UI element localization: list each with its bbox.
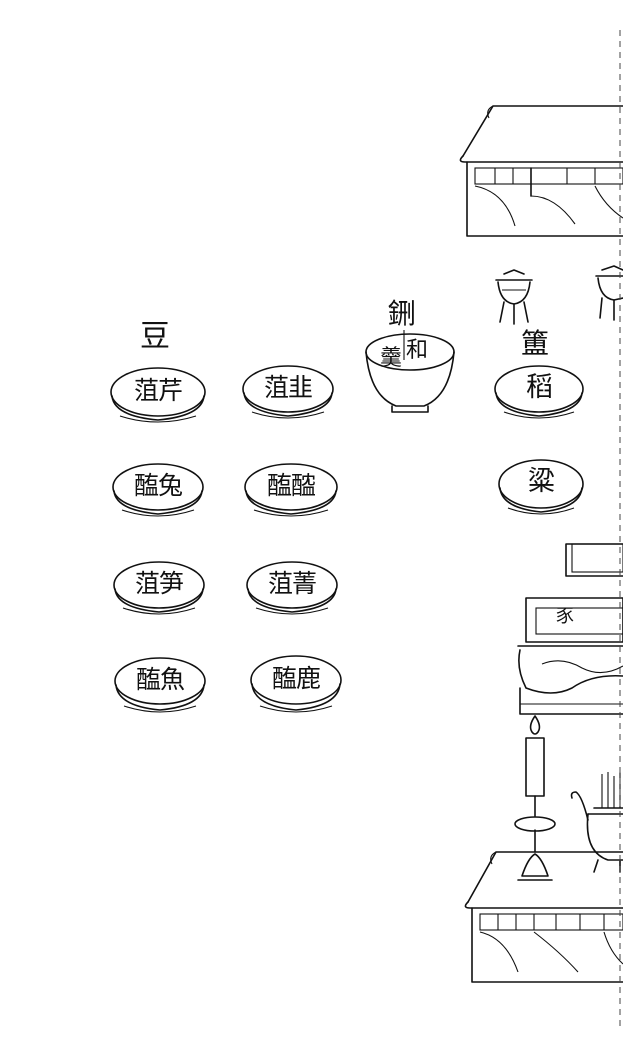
heading-fu: 簠 <box>521 327 550 360</box>
page-fold-line <box>619 30 621 1030</box>
dish-label: 菹韭 <box>263 373 313 402</box>
dish-outline <box>250 655 342 713</box>
dish-label: 菹菁 <box>267 569 317 598</box>
middle-altar-stand <box>517 543 623 715</box>
dish-label: 醢鹿 <box>271 664 321 693</box>
dish-label: 菹芹 <box>133 376 183 405</box>
dish-label: 粱 <box>528 466 555 497</box>
dish-outline <box>114 657 206 713</box>
fu-dish-1: 稻 <box>490 362 588 424</box>
bowl-outline <box>365 330 455 413</box>
dish-label: 稻 <box>526 372 553 403</box>
dish-outline <box>113 561 205 615</box>
fu-dish-2: 粱 <box>494 456 588 520</box>
dish-outline <box>246 561 338 615</box>
xing-bowl: 和 羹 <box>362 330 458 416</box>
heading-dou: 豆 <box>140 319 170 354</box>
tripod-vessel-left <box>495 269 533 325</box>
heading-xing: 鉶 <box>388 297 417 330</box>
dish-outline <box>498 459 584 515</box>
incense-burner <box>570 772 623 873</box>
dou-dish-5: 菹笋 <box>109 558 209 620</box>
dou-dish-3: 醢兔 <box>108 460 208 522</box>
dou-dish-2: 菹韭 <box>238 362 338 424</box>
dish-label: 醢魚 <box>135 665 185 694</box>
tripod-vessel-right <box>595 265 623 321</box>
lower-altar-table <box>464 851 623 983</box>
xing-label-2: 羹 <box>380 346 403 371</box>
dou-dish-7: 醢魚 <box>110 654 210 718</box>
dou-dish-1: 菹芹 <box>106 364 210 428</box>
dish-outline <box>494 365 584 419</box>
dish-label: 醢醓 <box>266 471 316 500</box>
dish-label: 菹笋 <box>134 569 184 598</box>
dish-outline <box>242 365 334 419</box>
candlestick <box>514 715 556 881</box>
xing-label-1: 和 <box>406 338 429 363</box>
dish-outline <box>244 463 338 517</box>
dou-dish-4: 醢醓 <box>240 460 342 522</box>
dish-outline <box>112 463 204 517</box>
middle-altar-label: 豕 <box>556 606 574 627</box>
dish-label: 醢兔 <box>133 471 183 500</box>
dou-dish-8: 醢鹿 <box>246 652 346 718</box>
dou-dish-6: 菹菁 <box>242 558 342 620</box>
upper-altar-table <box>459 105 623 237</box>
dish-outline <box>110 367 206 423</box>
